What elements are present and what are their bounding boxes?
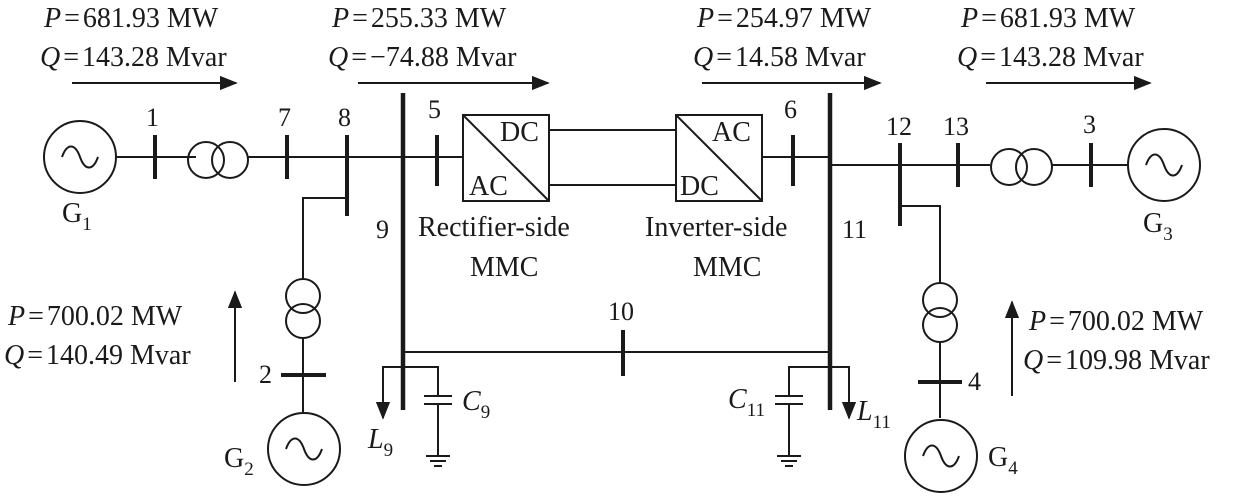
svg-text:Q=14.58 Mvar: Q=14.58 Mvar	[693, 42, 866, 73]
generator-g1: G1	[43, 120, 117, 235]
bus-4-label: 4	[968, 367, 981, 396]
generator-g2-symbol	[267, 412, 341, 486]
bus-10-label: 10	[608, 297, 634, 326]
transformer-t1	[187, 141, 249, 179]
inverter-mmc: AC DC	[675, 114, 763, 202]
sine-icon	[1145, 153, 1183, 177]
bus-5-label: 5	[428, 95, 441, 124]
svg-text:C11: C11	[728, 384, 765, 421]
inverter-label: Inverter-side	[645, 212, 787, 243]
svg-text:G1: G1	[62, 198, 92, 235]
svg-text:G2: G2	[224, 443, 254, 480]
generator-g3-symbol	[1127, 128, 1201, 202]
svg-text:P=681.93 MW: P=681.93 MW	[960, 3, 1136, 34]
svg-text:Q=143.28 Mvar: Q=143.28 Mvar	[40, 42, 227, 73]
flow-annotation-g1: P=681.93 MW Q=143.28 Mvar	[40, 3, 238, 91]
flow-annotation-g2: P=700.02 MW Q=140.49 Mvar	[4, 290, 243, 382]
transformer-t4	[922, 282, 958, 343]
bus-3-label: 3	[1083, 110, 1096, 139]
svg-text:P=700.02 MW: P=700.02 MW	[7, 301, 183, 332]
bus-7-label: 7	[278, 103, 291, 132]
flow-annotation-line-6: P=254.97 MW Q=14.58 Mvar	[693, 3, 882, 91]
bus-12-label: 12	[886, 112, 912, 141]
inverter-mmc-label: MMC	[693, 252, 761, 283]
generator-g4: G4	[904, 419, 1018, 493]
sine-icon	[61, 145, 99, 169]
generator-g4-symbol	[904, 419, 978, 493]
flow-annotation-g3: P=681.93 MW Q=143.28 Mvar	[957, 3, 1152, 91]
svg-text:P=681.93 MW: P=681.93 MW	[43, 3, 219, 34]
capacitor-c11: C11	[728, 366, 830, 467]
bus-2-label: 2	[259, 360, 272, 389]
rectifier-mmc: DC AC	[462, 114, 550, 202]
svg-text:P=254.97 MW: P=254.97 MW	[696, 3, 872, 34]
bus-6-label: 6	[784, 95, 797, 124]
svg-text:G4: G4	[988, 442, 1018, 479]
svg-text:DC: DC	[680, 171, 719, 202]
bus-8-label: 8	[338, 103, 351, 132]
svg-text:L11: L11	[856, 396, 891, 433]
load-l9: L9	[367, 366, 403, 461]
capacitor-c9: C9	[403, 366, 490, 467]
bus-1-label: 1	[146, 103, 159, 132]
svg-text:AC: AC	[712, 117, 751, 148]
svg-text:G3: G3	[1143, 208, 1173, 245]
svg-text:C9: C9	[462, 386, 490, 423]
sine-icon	[285, 437, 323, 461]
svg-text:DC: DC	[500, 117, 539, 148]
flow-annotation-g4: P=700.02 MW Q=109.98 Mvar	[1004, 300, 1210, 396]
rectifier-label: Rectifier-side	[418, 212, 570, 243]
rectifier-mmc-label: MMC	[470, 252, 538, 283]
svg-text:P=255.33 MW: P=255.33 MW	[331, 3, 507, 34]
svg-text:L9: L9	[367, 424, 393, 461]
generator-g2: G2	[224, 412, 341, 486]
svg-text:AC: AC	[469, 171, 508, 202]
bus-9-label: 9	[376, 215, 389, 244]
line-8-g2	[302, 197, 347, 280]
line-12-g4	[900, 205, 941, 284]
transformer-t3	[990, 148, 1053, 186]
svg-text:Q=−74.88 Mvar: Q=−74.88 Mvar	[328, 42, 517, 73]
load-l11: L11	[830, 366, 891, 433]
bus-11-label: 11	[842, 215, 867, 244]
bus-13-label: 13	[943, 112, 969, 141]
svg-text:Q=140.49 Mvar: Q=140.49 Mvar	[4, 340, 191, 371]
sine-icon	[922, 444, 960, 468]
rectifier-mmc-box	[462, 114, 550, 202]
transformer-t2	[285, 278, 321, 339]
svg-text:Q=143.28 Mvar: Q=143.28 Mvar	[957, 42, 1144, 73]
flow-annotation-line-5: P=255.33 MW Q=−74.88 Mvar	[328, 3, 550, 91]
svg-text:P=700.02 MW: P=700.02 MW	[1028, 306, 1204, 337]
svg-text:Q=109.98 Mvar: Q=109.98 Mvar	[1023, 345, 1210, 376]
generator-g3: G3	[1127, 128, 1201, 245]
